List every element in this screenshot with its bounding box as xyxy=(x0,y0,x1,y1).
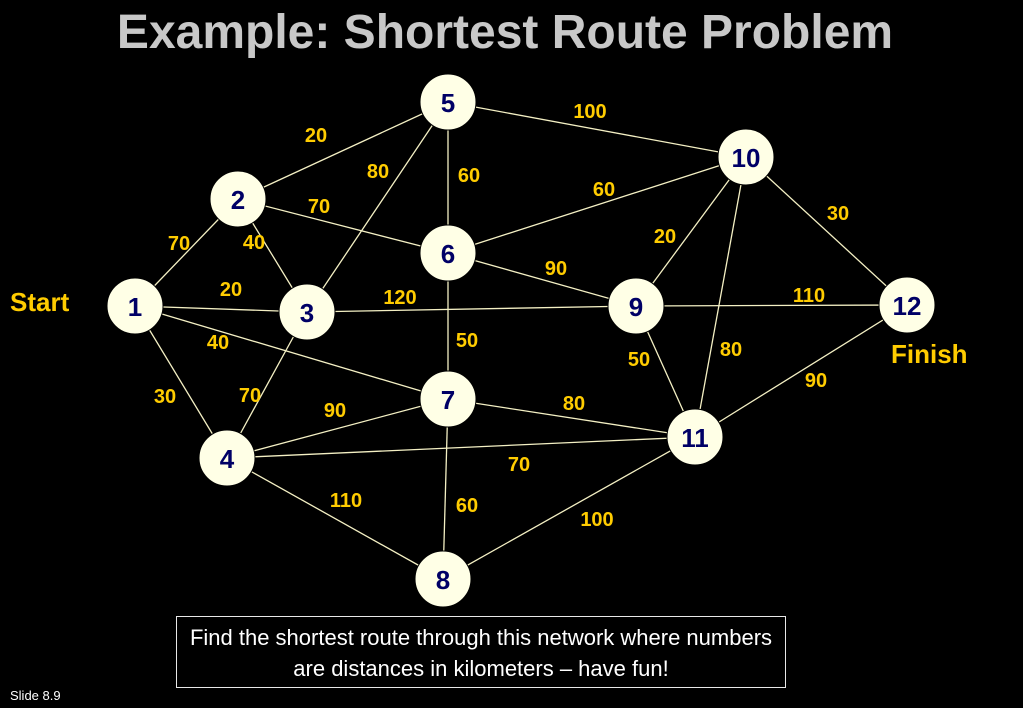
edge-9-12 xyxy=(635,304,908,307)
weights-layer: 70 20 30 40 20 40 70 80 120 70 90 70 110 60 100 60 90 50 8… xyxy=(154,101,849,531)
node-8: 8 xyxy=(414,550,472,608)
edge-5-10 xyxy=(447,101,747,158)
edge-4-7 xyxy=(226,398,449,459)
node-label-8: 8 xyxy=(436,565,450,595)
edge-weight-7-11: 80 xyxy=(563,393,585,415)
node-11: 11 xyxy=(666,408,724,466)
edge-weight-3-4: 70 xyxy=(239,385,261,407)
edge-11-12 xyxy=(694,304,908,438)
edge-weight-6-9: 90 xyxy=(545,258,567,280)
node-circle-6 xyxy=(419,224,477,282)
edges-layer xyxy=(134,101,908,580)
node-label-11: 11 xyxy=(681,423,709,453)
edge-weight-6-10: 60 xyxy=(593,179,615,201)
node-label-6: 6 xyxy=(441,239,455,269)
finish-label: Finish xyxy=(891,339,968,369)
edge-9-10 xyxy=(635,156,747,307)
node-6: 6 xyxy=(419,224,477,282)
edge-10-12 xyxy=(745,156,908,306)
edge-weight-5-10: 100 xyxy=(573,101,606,123)
node-label-7: 7 xyxy=(441,385,455,415)
slide-number: Slide 8.9 xyxy=(10,688,61,703)
edge-weight-1-2: 70 xyxy=(168,233,190,255)
node-10: 10 xyxy=(717,128,775,186)
edge-6-9 xyxy=(447,252,637,307)
edge-weight-4-11: 70 xyxy=(508,454,530,476)
node-circle-5 xyxy=(419,73,477,131)
node-7: 7 xyxy=(419,370,477,428)
node-circle-7 xyxy=(419,370,477,428)
edge-weight-1-4: 30 xyxy=(154,386,176,408)
node-circle-4 xyxy=(198,429,256,487)
edge-10-11 xyxy=(694,156,747,438)
node-4: 4 xyxy=(198,429,256,487)
edge-1-3 xyxy=(134,305,308,313)
edge-weight-4-7: 90 xyxy=(324,400,346,422)
node-3: 3 xyxy=(278,283,336,341)
edge-weight-2-5: 20 xyxy=(305,125,327,147)
start-label: Start xyxy=(10,287,70,317)
edge-2-6 xyxy=(237,198,449,254)
edge-weight-2-3: 40 xyxy=(243,232,265,254)
edge-weight-9-10: 20 xyxy=(654,226,676,248)
node-circle-3 xyxy=(278,283,336,341)
edge-6-10 xyxy=(447,156,747,254)
node-label-1: 1 xyxy=(128,292,142,322)
node-circle-1 xyxy=(106,277,164,335)
node-label-4: 4 xyxy=(220,444,235,474)
edge-4-11 xyxy=(226,436,696,459)
edge-weight-3-5: 80 xyxy=(367,161,389,183)
edge-weight-10-11: 80 xyxy=(720,339,742,361)
node-label-9: 9 xyxy=(629,292,643,322)
node-circle-2 xyxy=(209,170,267,228)
edge-7-8 xyxy=(442,398,449,580)
edge-4-8 xyxy=(226,457,444,580)
edge-weight-9-12: 110 xyxy=(793,285,825,307)
node-9: 9 xyxy=(607,277,665,335)
edge-1-7 xyxy=(134,305,449,400)
node-label-12: 12 xyxy=(893,291,922,321)
node-label-3: 3 xyxy=(300,298,314,328)
edge-weight-2-6: 70 xyxy=(308,196,330,218)
edge-weight-7-8: 60 xyxy=(456,495,478,517)
edge-weight-10-12: 30 xyxy=(827,203,849,225)
edge-3-5 xyxy=(306,101,449,313)
edge-1-4 xyxy=(134,305,228,459)
edge-weight-4-8: 110 xyxy=(330,490,362,512)
edge-weight-5-6: 60 xyxy=(458,165,480,187)
edge-3-9 xyxy=(306,305,637,313)
node-circle-10 xyxy=(717,128,775,186)
node-circle-11 xyxy=(666,408,724,466)
node-circle-9 xyxy=(607,277,665,335)
node-label-5: 5 xyxy=(441,88,455,118)
node-circle-8 xyxy=(414,550,472,608)
edge-2-5 xyxy=(237,101,449,200)
node-label-2: 2 xyxy=(231,185,245,215)
edge-weight-1-3: 20 xyxy=(220,279,242,301)
edge-weight-9-11: 50 xyxy=(628,349,650,371)
edge-8-11 xyxy=(442,436,696,580)
edge-weight-8-11: 100 xyxy=(580,509,613,531)
node-2: 2 xyxy=(209,170,267,228)
slide-title: Example: Shortest Route Problem xyxy=(116,6,894,59)
node-12: 12 xyxy=(878,276,936,334)
edge-weight-11-12: 90 xyxy=(805,370,827,392)
edge-weight-3-9: 120 xyxy=(383,287,416,309)
node-label-10: 10 xyxy=(732,143,761,173)
edge-7-11 xyxy=(447,398,696,438)
node-circle-12 xyxy=(878,276,936,334)
instruction-box: Find the shortest route through this net… xyxy=(176,616,786,688)
node-5: 5 xyxy=(419,73,477,131)
edge-weight-1-7: 40 xyxy=(207,332,229,354)
node-1: 1 xyxy=(106,277,164,335)
edge-weight-6-7: 50 xyxy=(456,330,478,352)
